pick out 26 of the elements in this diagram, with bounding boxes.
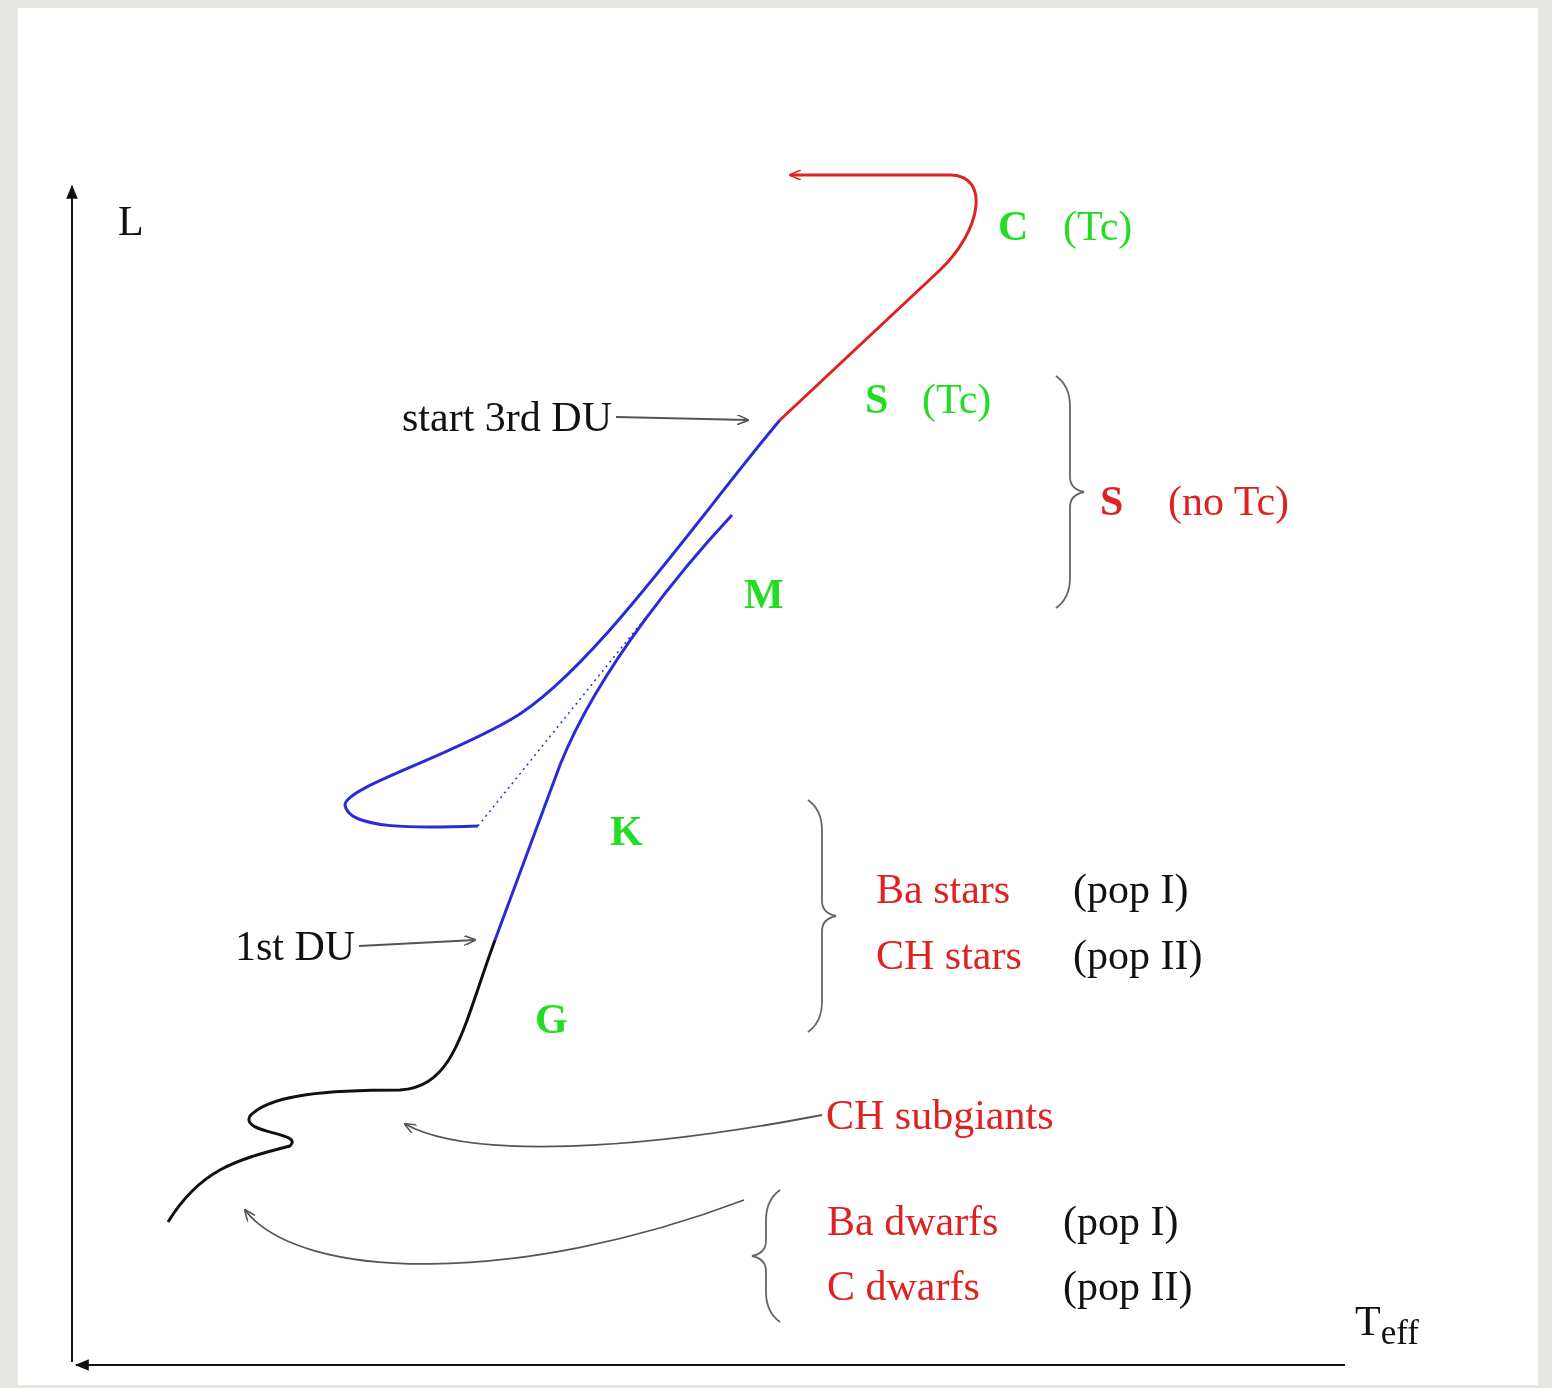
technetium-note: (Tc): [1063, 205, 1133, 247]
spectral-class-label: M: [744, 573, 784, 615]
star-class-label: CH stars: [876, 934, 1022, 976]
annotation-text: 1st DU: [235, 925, 356, 967]
axis-label: T$_{eff}$: [1355, 1300, 1419, 1351]
star-class-label: C dwarfs: [827, 1265, 980, 1307]
axis-label: L: [118, 200, 144, 242]
population-label: (pop II): [1063, 1265, 1193, 1307]
star-class-label: Ba stars: [876, 868, 1011, 910]
leader-arrow: [358, 934, 477, 947]
leader-arrow: [615, 413, 750, 426]
star-class-label: CH subgiants: [826, 1094, 1054, 1136]
leader-arrow: [403, 1114, 823, 1148]
annotation-text: start 3rd DU: [402, 396, 612, 438]
spectral-class-label: S: [865, 378, 889, 420]
population-label: (pop I): [1063, 1200, 1179, 1242]
spectral-class-label: K: [610, 810, 643, 852]
spectral-class-label: G: [535, 998, 568, 1040]
technetium-note: (Tc): [922, 378, 992, 420]
population-label: (pop II): [1073, 934, 1203, 976]
population-label: (pop I): [1073, 868, 1189, 910]
star-class-label: S: [1100, 480, 1124, 522]
leader-arrow: [243, 1199, 745, 1265]
technetium-note: (no Tc): [1168, 480, 1290, 522]
star-class-label: Ba dwarfs: [827, 1200, 999, 1242]
spectral-class-label: C: [998, 205, 1029, 247]
